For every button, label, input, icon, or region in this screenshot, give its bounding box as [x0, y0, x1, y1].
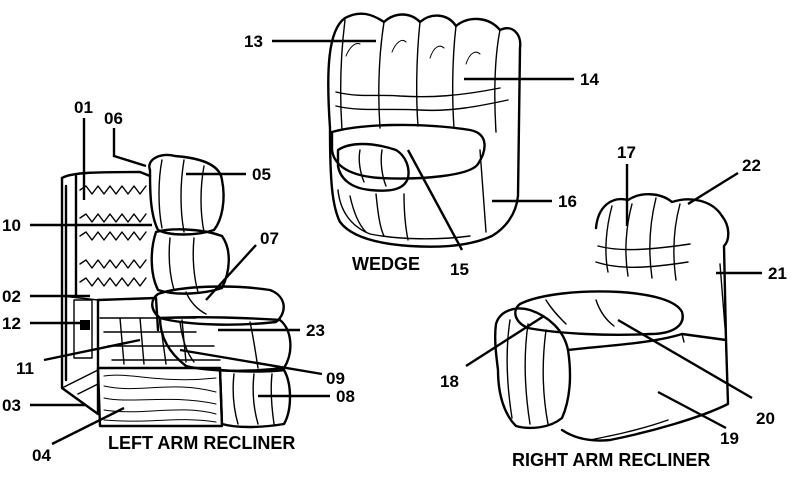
callout-11: 11 [16, 359, 34, 378]
leader-19 [657, 390, 727, 430]
callout-03: 03 [2, 396, 21, 415]
callout-16: 16 [558, 192, 577, 211]
callout-02: 02 [2, 287, 21, 306]
callout-08: 08 [336, 387, 355, 406]
callout-07: 07 [260, 229, 279, 248]
leader-20 [617, 318, 753, 400]
callout-06: 06 [104, 109, 123, 128]
leader-lines [30, 39, 762, 446]
right-arm-recliner-title: RIGHT ARM RECLINER [512, 450, 710, 470]
leader-22 [687, 171, 739, 206]
callout-14: 14 [580, 70, 599, 89]
callout-22: 22 [742, 156, 761, 175]
leader-11 [43, 338, 141, 362]
leader-04 [51, 406, 125, 446]
piece-titles: WEDGE LEFT ARM RECLINER RIGHT ARM RECLIN… [108, 254, 710, 470]
callout-10: 10 [2, 216, 21, 235]
callout-15: 15 [450, 260, 469, 279]
right-arm-recliner-drawing [493, 193, 730, 442]
callout-09: 09 [326, 369, 345, 388]
leader-09 [179, 348, 323, 376]
callout-01: 01 [74, 98, 93, 117]
callout-18: 18 [440, 372, 459, 391]
callout-12: 12 [2, 314, 21, 333]
left-arm-recliner-title: LEFT ARM RECLINER [108, 433, 295, 453]
callout-17: 17 [617, 143, 636, 162]
callout-21: 21 [768, 264, 787, 283]
leader-06 [112, 128, 147, 168]
callout-05: 05 [252, 165, 271, 184]
wedge-title: WEDGE [352, 254, 420, 274]
callout-23: 23 [306, 321, 325, 340]
leader-07 [205, 244, 257, 301]
wedge-drawing [327, 12, 522, 248]
callout-04: 04 [32, 446, 51, 465]
callout-13: 13 [244, 32, 263, 51]
left-arm-recliner-drawing [60, 153, 292, 429]
callout-numbers: 13 14 15 16 01 06 05 10 07 02 12 23 11 0… [2, 32, 787, 465]
callout-20: 20 [756, 409, 775, 428]
leader-15 [406, 149, 464, 251]
callout-19: 19 [720, 429, 739, 448]
leader-18 [465, 314, 545, 368]
